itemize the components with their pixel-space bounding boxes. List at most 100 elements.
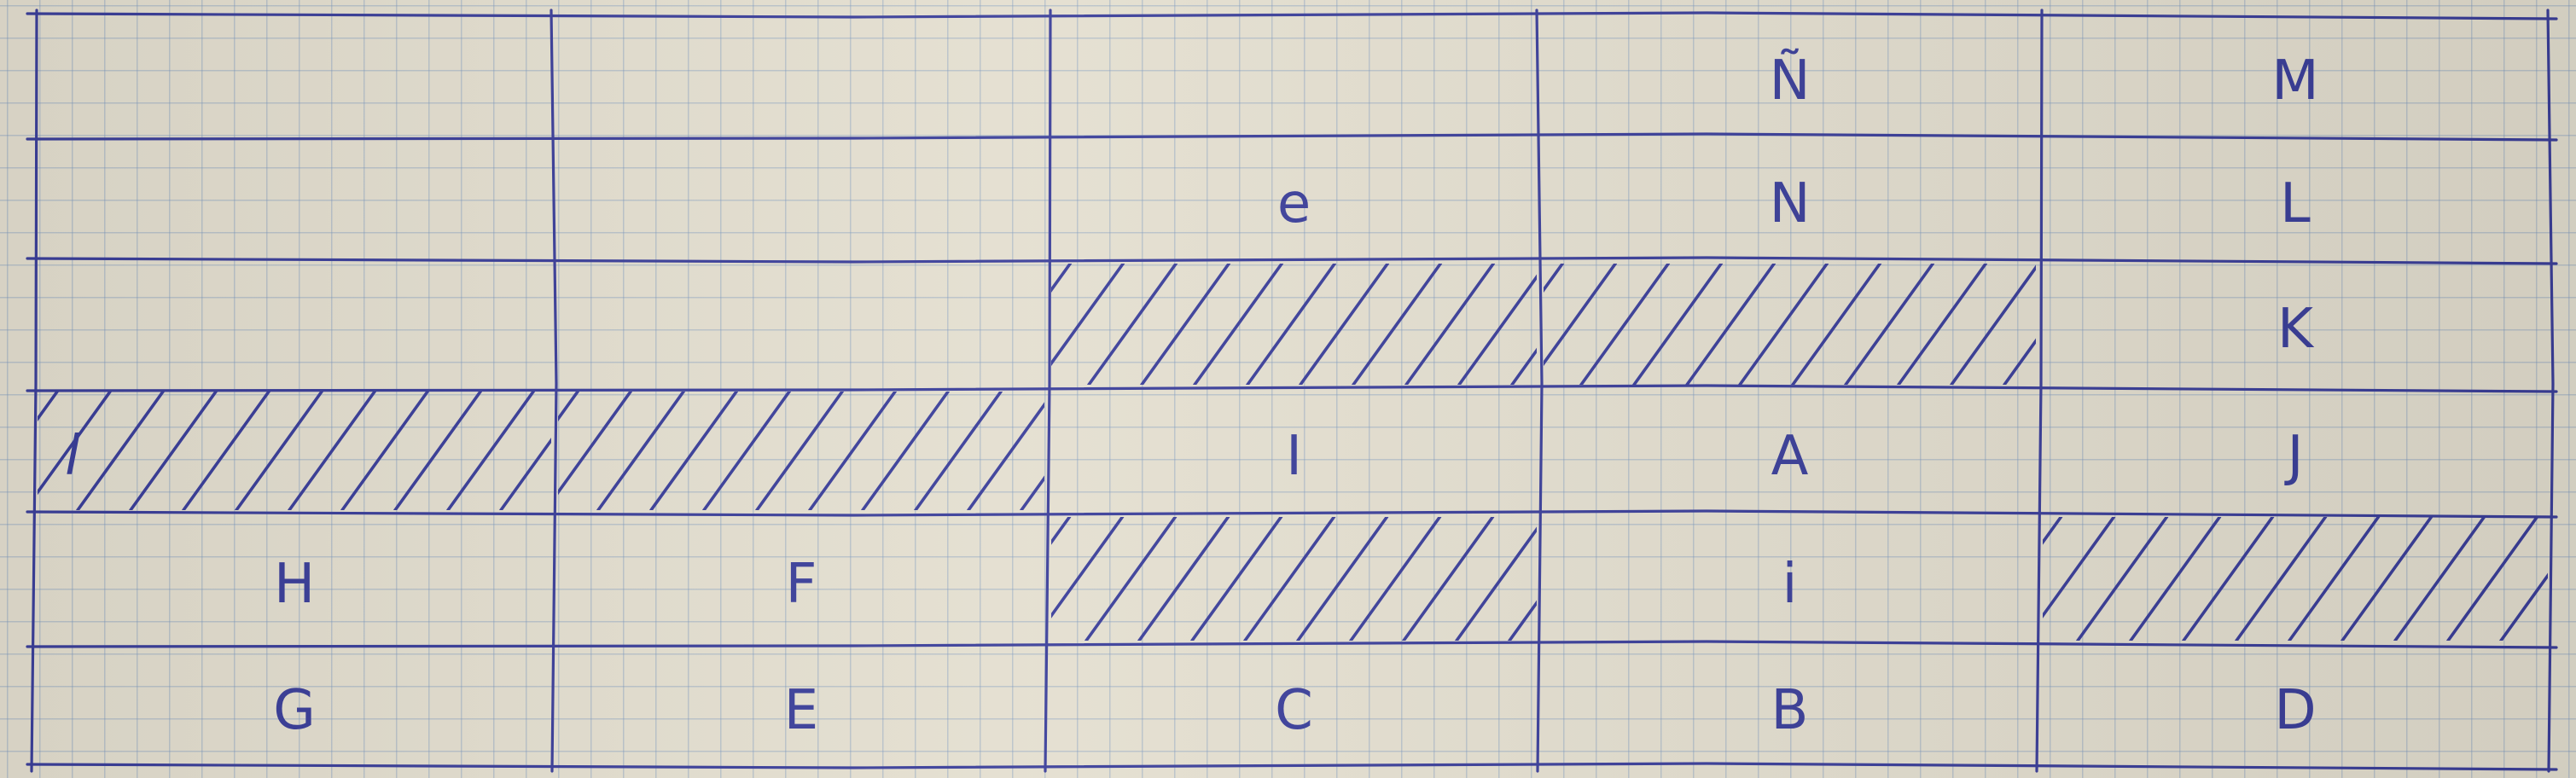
hatch-stroke: [2043, 517, 2063, 545]
cell-label-l-cursive: l: [65, 424, 80, 488]
hatch-stroke: [1791, 264, 1882, 385]
hatch-stroke: [129, 392, 218, 510]
hatch-stroke: [235, 392, 323, 510]
vertical-rule: [2546, 9, 2555, 773]
cell-label-l: L: [2280, 171, 2311, 235]
horizontal-rule: [26, 762, 2558, 771]
hatch-stroke: [649, 392, 738, 510]
hatch-stroke: [1051, 264, 1125, 367]
hatch-stroke: [755, 392, 844, 510]
cell-label-m: M: [2271, 49, 2319, 113]
hatch-stroke: [2003, 338, 2036, 385]
hatched-cells-layer: [0, 264, 2576, 641]
hatch-stroke: [393, 392, 482, 510]
hatch-stroke: [38, 392, 59, 422]
cell-label-k: K: [2277, 298, 2313, 361]
hatch-stroke: [1051, 517, 1125, 618]
cell-label-j: J: [2287, 424, 2304, 488]
cell-label-h: H: [273, 552, 316, 616]
hatch-stroke: [1051, 517, 1072, 545]
hatch-stroke: [2554, 517, 2576, 641]
hatch-stroke: [1508, 600, 1537, 641]
hatched-cell: [2043, 517, 2576, 641]
hatch-stroke: [1422, 264, 1509, 385]
hatch-stroke: [1510, 347, 1537, 385]
hatch-stroke: [2446, 517, 2539, 641]
cell-label-i-lower: i: [1782, 552, 1798, 616]
hatch-stroke: [1190, 517, 1283, 641]
hatch-stroke: [1685, 264, 1776, 385]
horizontal-rule: [26, 132, 2558, 142]
hatch-stroke: [1296, 517, 1389, 641]
hatch-stroke: [1084, 517, 1178, 641]
hatch-stroke: [2393, 517, 2486, 641]
hatch-stroke: [1140, 264, 1231, 385]
cell-label-n-tilde: Ñ: [1769, 49, 1811, 113]
hatch-stroke: [1579, 264, 1671, 385]
hatch-stroke: [1402, 517, 1495, 641]
hatch-stroke: [1632, 264, 1724, 385]
hatch-stroke: [1193, 264, 1284, 385]
hatch-stroke: [1246, 264, 1337, 385]
hatch-stroke: [1897, 264, 1988, 385]
hatch-stroke: [2076, 517, 2169, 641]
hatch-stroke: [1349, 517, 1442, 641]
cell-label-d: D: [2274, 678, 2317, 742]
hatch-stroke: [499, 437, 551, 510]
vertical-rule: [550, 9, 558, 773]
hatch-stroke: [596, 392, 685, 510]
hatched-cell: [558, 392, 1044, 510]
hatch-stroke: [1544, 264, 1565, 293]
cell-label-e: E: [783, 678, 819, 742]
hatch-stroke: [76, 392, 165, 510]
cell-label-a: A: [1771, 424, 1809, 488]
hatch-stroke: [927, 517, 1016, 641]
hatch-stroke: [2288, 517, 2381, 641]
hatched-cell: [930, 264, 1537, 385]
table-lines-layer: [26, 9, 2558, 773]
hatched-cell: [0, 392, 551, 510]
horizontal-rule: [26, 509, 2558, 519]
vertical-rule: [1535, 9, 1544, 773]
cell-label-g: G: [273, 678, 316, 742]
hatch-stroke: [702, 392, 791, 510]
hatch-stroke: [2235, 517, 2328, 641]
cell-label-i: I: [1286, 424, 1302, 488]
hatch-stroke: [1352, 264, 1443, 385]
hatch-stroke: [861, 392, 950, 510]
hatch-stroke: [930, 264, 1017, 385]
hatched-cell: [1422, 264, 2036, 385]
hatch-stroke: [182, 392, 270, 510]
hatch-stroke: [2043, 517, 2116, 618]
hatch-stroke: [2340, 517, 2434, 641]
horizontal-rule: [26, 384, 2558, 393]
hatch-stroke: [1137, 517, 1230, 641]
cell-label-n: N: [1769, 171, 1811, 235]
hatch-stroke: [1950, 264, 2036, 385]
hatch-stroke: [1243, 517, 1336, 641]
cell-label-c: C: [1275, 678, 1313, 742]
hatch-stroke: [1738, 264, 1829, 385]
hatch-stroke: [1051, 264, 1073, 293]
hatched-cell: [927, 517, 1537, 641]
hatch-stroke: [1087, 264, 1178, 385]
hatch-stroke: [340, 392, 429, 510]
hatch-stroke: [2182, 517, 2275, 641]
horizontal-rule: [26, 256, 2558, 265]
cell-label-f: F: [785, 552, 817, 616]
hatch-stroke: [2129, 517, 2222, 641]
hatch-stroke: [0, 392, 4, 510]
vertical-rule: [1044, 9, 1052, 773]
hatch-stroke: [2499, 572, 2548, 641]
hatch-stroke: [808, 392, 897, 510]
hatch-stroke: [1455, 526, 1537, 641]
hatch-stroke: [38, 392, 112, 496]
hatch-stroke: [288, 392, 376, 510]
hatch-stroke: [1544, 264, 1618, 367]
cell-label-e-lower: e: [1276, 171, 1311, 235]
hatch-stroke: [558, 392, 579, 422]
horizontal-rule: [26, 640, 2558, 649]
hatch-stroke: [1299, 264, 1390, 385]
